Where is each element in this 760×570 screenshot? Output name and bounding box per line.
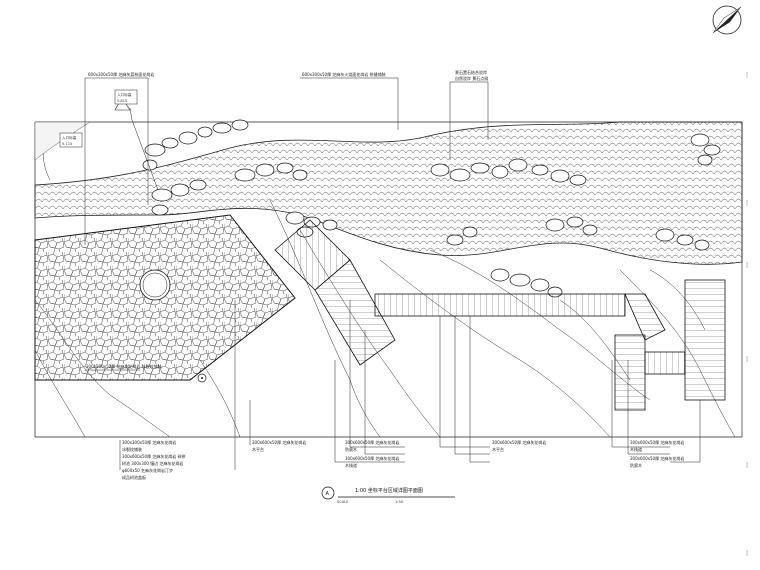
leader-lines	[84, 77, 489, 245]
callout-text: 300x600x50厚 芝麻灰花岗岩	[252, 439, 306, 445]
boardwalk	[274, 219, 726, 411]
north-arrow-icon	[712, 5, 742, 35]
drawing-title: 1:00 坐标平台区域详图平面图	[355, 487, 423, 494]
bottom-leaders	[119, 300, 701, 470]
callout-text: 防腐木	[630, 462, 642, 468]
callout-text: 木栈道	[630, 446, 642, 452]
callout-text: 自然驳岸 景石点缀	[455, 75, 488, 81]
callout-text: 木栈道	[345, 462, 357, 468]
tree-pit-inner	[142, 272, 168, 298]
section-circle	[321, 486, 335, 500]
scale-value: 1:50	[395, 500, 404, 504]
tree-pit	[139, 269, 171, 301]
plaza-label: 300x300x50厚 芝麻灰花岗岩 冰裂纹铺装	[86, 363, 162, 369]
callout-text: 木平台	[252, 446, 264, 452]
shore-rocks	[142, 119, 721, 298]
callout-text: 600x300x50厚 芝麻灰火烧面花岗岩 拼缝铺装	[302, 71, 386, 77]
callout-text: 树池 300x300 镶边 芝麻灰花岗岩	[122, 460, 183, 466]
callout-text: 300x600x50厚 芝麻灰花岗岩 碎拼	[122, 453, 186, 459]
callout-text: 300x600x50厚 芝麻灰花岗岩	[630, 455, 684, 461]
callout-text: 300x600x50厚 芝麻灰花岗岩	[492, 439, 546, 445]
tree-symbol-icon	[197, 373, 207, 383]
elevation-label: 入口标高	[62, 135, 77, 140]
callout-text: 300x300x50厚 芝麻灰花岗岩	[122, 439, 176, 445]
section-mark: A	[326, 491, 330, 497]
scale-label: SCALE	[337, 500, 349, 504]
callout-text: 300x600x50厚 芝麻灰花岗岩	[345, 455, 399, 461]
callout-text: 景石置石结合驳岸	[455, 69, 487, 75]
elevation-tag: 入口标高 5.815	[114, 89, 138, 111]
stone-plaza	[34, 214, 296, 381]
callout-text: φ600x50 芝麻灰花岗岩汀步	[122, 467, 173, 473]
elevation-label: 入口标高	[117, 92, 132, 97]
callout-text: 600x300x50厚 芝麻灰荔枝面花岗岩	[88, 71, 154, 77]
tree-symbol-center	[201, 377, 203, 379]
elevation-value: 5.815	[117, 99, 127, 103]
elevation-tag: 入口标高 5.115	[59, 132, 83, 148]
water-body	[34, 121, 743, 265]
callout-text: 木平台	[492, 446, 504, 452]
callout-text: 300x600x50厚 芝麻灰花岗岩	[630, 439, 684, 445]
elevation-value: 5.115	[62, 142, 72, 146]
callout-text: 冰裂纹铺装	[122, 446, 142, 452]
callout-text: 成品树池盖板	[122, 474, 146, 480]
callout-text: 300x600x50厚 芝麻灰花岗岩	[345, 439, 399, 445]
callout-text: 防腐木	[345, 446, 357, 452]
drawing-title-block: A 1:00 坐标平台区域详图平面图 SCALE 1:50	[321, 486, 455, 504]
